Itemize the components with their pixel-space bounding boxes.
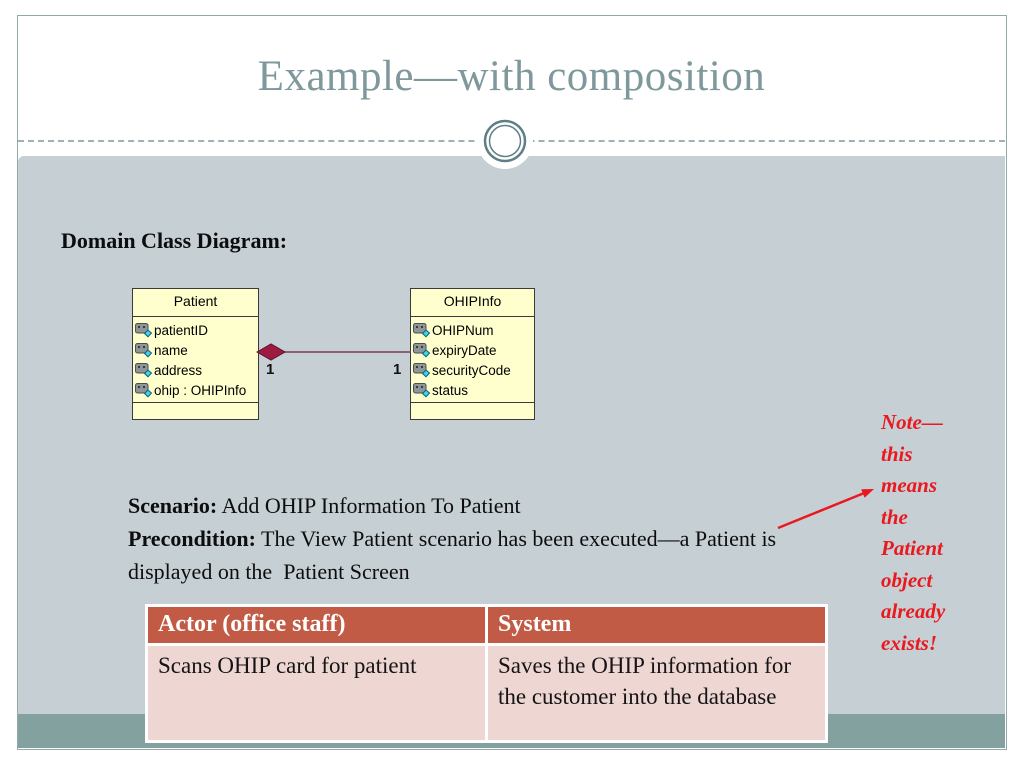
private-attribute-icon	[413, 363, 431, 378]
slide-title: Example—with composition	[257, 53, 766, 100]
precondition-label: Precondition:	[128, 526, 256, 551]
note-line: already	[881, 599, 946, 623]
private-attribute-icon	[135, 363, 153, 378]
uml-attribute-label: name	[154, 342, 188, 358]
uml-attribute-row: ohip : OHIPInfo	[135, 380, 258, 400]
uml-operations-compartment	[133, 402, 258, 419]
uml-class-ohipinfo: OHIPInfo OHIPNum expiryDate securityCode…	[410, 288, 535, 420]
uml-operations-compartment	[411, 402, 534, 419]
uml-class-ohipinfo-name: OHIPInfo	[411, 289, 534, 317]
note-line: means	[881, 473, 938, 497]
uml-attribute-row: status	[413, 380, 534, 400]
uml-class-patient-attributes: patientID name address ohip : OHIPInfo	[133, 317, 258, 400]
private-attribute-icon	[135, 323, 153, 338]
actor-system-table: Actor (office staff) System Scans OHIP c…	[145, 604, 828, 743]
note-line: exists!	[881, 630, 938, 655]
uml-class-ohipinfo-attributes: OHIPNum expiryDate securityCode status	[411, 317, 534, 400]
uml-class-patient: Patient patientID name address ohip : OH…	[132, 288, 259, 420]
private-attribute-icon	[413, 323, 431, 338]
precondition-line-continued: displayed on the Patient Screen	[128, 555, 878, 588]
circle-ornament-disc	[477, 113, 533, 169]
table-cell-system: Saves the OHIP information for the custo…	[488, 646, 825, 740]
scenario-label: Scenario:	[128, 493, 218, 518]
uml-attribute-label: securityCode	[432, 362, 511, 378]
private-attribute-icon	[413, 343, 431, 358]
uml-attribute-row: expiryDate	[413, 340, 534, 360]
scenario-line: Scenario: Add OHIP Information To Patien…	[128, 489, 878, 522]
note-line: object	[881, 567, 933, 592]
uml-attribute-label: expiryDate	[432, 342, 497, 358]
annotation-note: Note— this means the Patient object alre…	[881, 407, 999, 659]
table-header-actor: Actor (office staff)	[148, 607, 485, 643]
scenario-text-block: Scenario: Add OHIP Information To Patien…	[128, 489, 878, 588]
circle-ornament-icon	[483, 119, 527, 163]
uml-attribute-row: securityCode	[413, 360, 534, 380]
uml-attribute-row: name	[135, 340, 258, 360]
uml-attribute-label: status	[432, 382, 469, 398]
precondition-line: Precondition: The View Patient scenario …	[128, 522, 878, 555]
uml-attribute-row: OHIPNum	[413, 320, 534, 340]
note-line: the	[881, 504, 908, 529]
uml-attribute-row: patientID	[135, 320, 258, 340]
note-line: Note—	[881, 410, 943, 434]
precondition-text-line1: The View Patient scenario has been execu…	[255, 526, 777, 551]
uml-class-patient-name: Patient	[133, 289, 258, 317]
private-attribute-icon	[135, 343, 153, 358]
table-cell-actor: Scans OHIP card for patient	[148, 646, 485, 740]
uml-attribute-label: address	[154, 362, 203, 378]
precondition-text-line2: displayed on the Patient Screen	[128, 559, 410, 584]
uml-attribute-row: address	[135, 360, 258, 380]
private-attribute-icon	[413, 383, 431, 398]
private-attribute-icon	[135, 383, 153, 398]
uml-attribute-label: OHIPNum	[432, 322, 494, 338]
uml-attribute-label: patientID	[154, 322, 209, 338]
table-header-system: System	[488, 607, 825, 643]
multiplicity-label-left: 1	[266, 361, 275, 378]
note-line: Patient	[881, 536, 943, 560]
uml-attribute-label: ohip : OHIPInfo	[154, 382, 247, 398]
note-line: this	[881, 441, 913, 466]
scenario-text: Add OHIP Information To Patient	[217, 493, 521, 518]
section-heading: Domain Class Diagram:	[61, 228, 288, 253]
multiplicity-label-right: 1	[393, 361, 402, 378]
